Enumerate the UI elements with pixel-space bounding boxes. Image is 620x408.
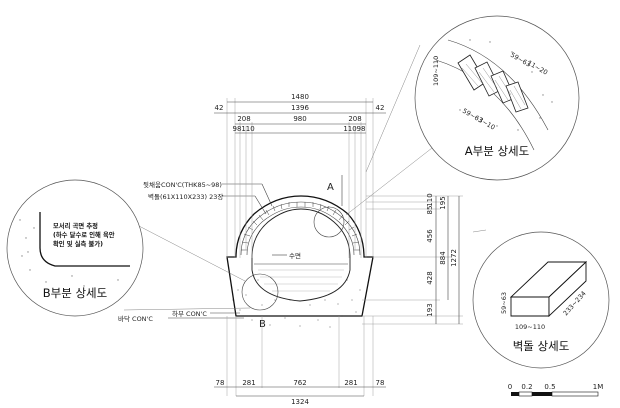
detail-brick-connector bbox=[472, 229, 487, 233]
label-floor-concrete: 바닥 CON'C bbox=[118, 314, 153, 323]
top-dimensions: 1480 1396 42 42 208 980 208 98 110 110 9… bbox=[214, 93, 386, 258]
sewer-body-outline bbox=[226, 195, 374, 317]
dim-bottom-total: 1324 bbox=[291, 398, 309, 406]
dim-overall: 1480 bbox=[291, 93, 309, 101]
detail-b-stipple bbox=[19, 219, 119, 293]
brick-block bbox=[509, 260, 588, 318]
dim-bottom-b1: 78 bbox=[216, 379, 225, 387]
dim-edge-left: 42 bbox=[215, 104, 224, 112]
detail-circle-b bbox=[241, 273, 279, 311]
detail-circle-a bbox=[313, 206, 345, 238]
detail-b-caption: B부분 상세도 bbox=[43, 286, 107, 300]
dim-seg-right: 208 bbox=[348, 115, 361, 123]
scale-tick-05: 0.5 bbox=[544, 383, 555, 391]
detail-a-connector-1 bbox=[365, 44, 421, 173]
dim-bottom-b5: 78 bbox=[376, 379, 385, 387]
detail-a-caption: A부분 상세도 bbox=[465, 144, 529, 158]
scale-tick-0: 0 bbox=[508, 383, 512, 391]
dim-sub-left-b: 110 bbox=[241, 125, 254, 133]
brick-arch bbox=[240, 201, 361, 256]
main-labels: 뒷채움CON'C(THK85~98) 벽돌(61X110X233) 23장 수면… bbox=[118, 181, 334, 330]
dim-right-d7: 428 bbox=[426, 271, 434, 284]
dim-seg-mid: 980 bbox=[293, 115, 306, 123]
main-section bbox=[168, 175, 374, 328]
detail-a-brick-hatch bbox=[461, 63, 526, 110]
marker-a: A bbox=[327, 182, 334, 193]
brick-dim-width: 109~110 bbox=[515, 323, 545, 331]
scale-bar: 0 0.2 0.5 1M bbox=[508, 383, 604, 397]
detail-b-note-line3: 확인 및 실측 불가) bbox=[53, 239, 103, 248]
dim-edge-right: 42 bbox=[376, 104, 385, 112]
dim-bottom-b4: 281 bbox=[344, 379, 357, 387]
leader-brick-slope bbox=[254, 195, 267, 215]
dim-right-d2: 85 bbox=[426, 206, 434, 215]
dim-right-d1: 110 bbox=[426, 193, 434, 206]
scale-seg-4 bbox=[551, 391, 599, 397]
detail-brick-caption: 벽돌 상세도 bbox=[513, 339, 570, 353]
detail-a: 109~110 59~63 11~20 59~63 3~10 A부분 상세도 bbox=[345, 15, 580, 216]
detail-a-arch-outer bbox=[447, 39, 549, 131]
dim-right-d3: 195 bbox=[439, 196, 447, 209]
dim-inner: 1396 bbox=[291, 104, 309, 112]
brick-dim-height: 59~63 bbox=[500, 292, 508, 314]
detail-b-note-line1: 모서리 곡면 추정 bbox=[53, 221, 98, 230]
right-dimensions: 110 85 195 456 884 1272 428 193 bbox=[362, 193, 463, 325]
dim-seg-left: 208 bbox=[237, 115, 250, 123]
scale-seg-1 bbox=[511, 392, 519, 396]
inner-arch bbox=[251, 208, 351, 302]
detail-b-circle bbox=[6, 179, 144, 317]
detail-b-note-line2: (하수 달수로 인해 육안 bbox=[53, 230, 115, 239]
scale-seg-2 bbox=[518, 391, 533, 397]
detail-a-stipple bbox=[459, 39, 553, 131]
label-backfill: 뒷채움CON'C(THK85~98) bbox=[143, 181, 222, 189]
bottom-dimensions: 78 281 762 281 78 1324 bbox=[214, 316, 386, 406]
scale-tick-1m: 1M bbox=[593, 383, 604, 391]
label-lower-concrete: 하부 CON'C bbox=[172, 309, 207, 318]
marker-b: B bbox=[259, 319, 266, 330]
scale-tick-02: 0.2 bbox=[521, 383, 532, 391]
dim-sub-right-a: 110 bbox=[343, 125, 356, 133]
leader-backfill-slope bbox=[261, 183, 273, 207]
dim-sub-left-a: 98 bbox=[233, 125, 242, 133]
dim-right-d6: 1272 bbox=[450, 249, 458, 267]
detail-b: 모서리 곡면 추정 (하수 달수로 인해 육안 확인 및 실측 불가) B부분 … bbox=[6, 179, 251, 317]
scale-seg-3 bbox=[532, 392, 552, 396]
water-hatch bbox=[258, 269, 344, 292]
dim-bottom-b2: 281 bbox=[242, 379, 255, 387]
detail-a-connector-2 bbox=[345, 147, 433, 216]
dim-bottom-b3: 762 bbox=[293, 379, 306, 387]
detail-a-circle bbox=[414, 15, 580, 181]
dim-sub-right-b: 98 bbox=[357, 125, 366, 133]
label-water-surface: 수면 bbox=[289, 251, 301, 260]
detail-b-corner-curve bbox=[39, 212, 130, 267]
dim-right-d4: 456 bbox=[426, 229, 434, 243]
detail-b-connector-2 bbox=[123, 307, 251, 311]
detail-brick: 59~63 109~110 233~234 벽돌 상세도 bbox=[472, 229, 610, 369]
dim-right-d8: 193 bbox=[426, 303, 434, 316]
label-brick: 벽돌(61X110X233) 23장 bbox=[148, 192, 223, 201]
dim-right-d5: 884 bbox=[439, 251, 447, 265]
detail-a-dim-left: 109~110 bbox=[432, 56, 440, 86]
detail-a-bricks bbox=[457, 54, 529, 113]
